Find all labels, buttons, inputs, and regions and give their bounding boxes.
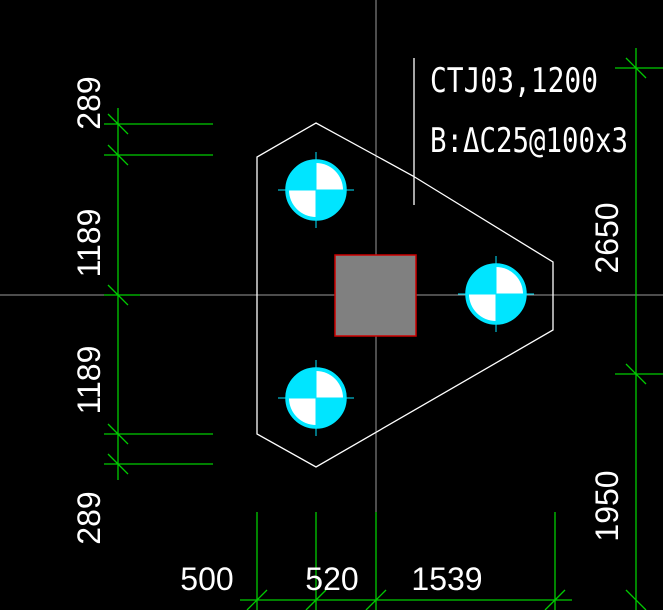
right-dim-2: 1950: [589, 470, 625, 541]
left-dim-3: 1189: [71, 346, 107, 415]
pile-cap-outline: [256, 122, 554, 468]
bottom-dimension-chain: [240, 512, 572, 610]
bottom-dim-3: 1539: [411, 561, 482, 597]
left-dimension-chain: [104, 108, 213, 480]
left-dim-2: 1189: [71, 209, 107, 278]
bottom-dim-2: 520: [305, 561, 358, 597]
pile-top-left: [278, 152, 354, 228]
pile-right: [458, 256, 534, 332]
right-dim-1: 2650: [589, 202, 625, 273]
bottom-dim-1: 500: [180, 561, 233, 597]
annotation-line1: CTJ03,1200: [430, 61, 598, 101]
pile-bottom-left: [278, 360, 354, 436]
right-dimension-chain: [615, 48, 663, 610]
column: [334, 254, 417, 337]
annotation-line2: B:ΔC25@100x3: [430, 121, 628, 161]
left-dim-1: 289: [71, 76, 107, 129]
left-dim-4: 289: [71, 491, 107, 544]
